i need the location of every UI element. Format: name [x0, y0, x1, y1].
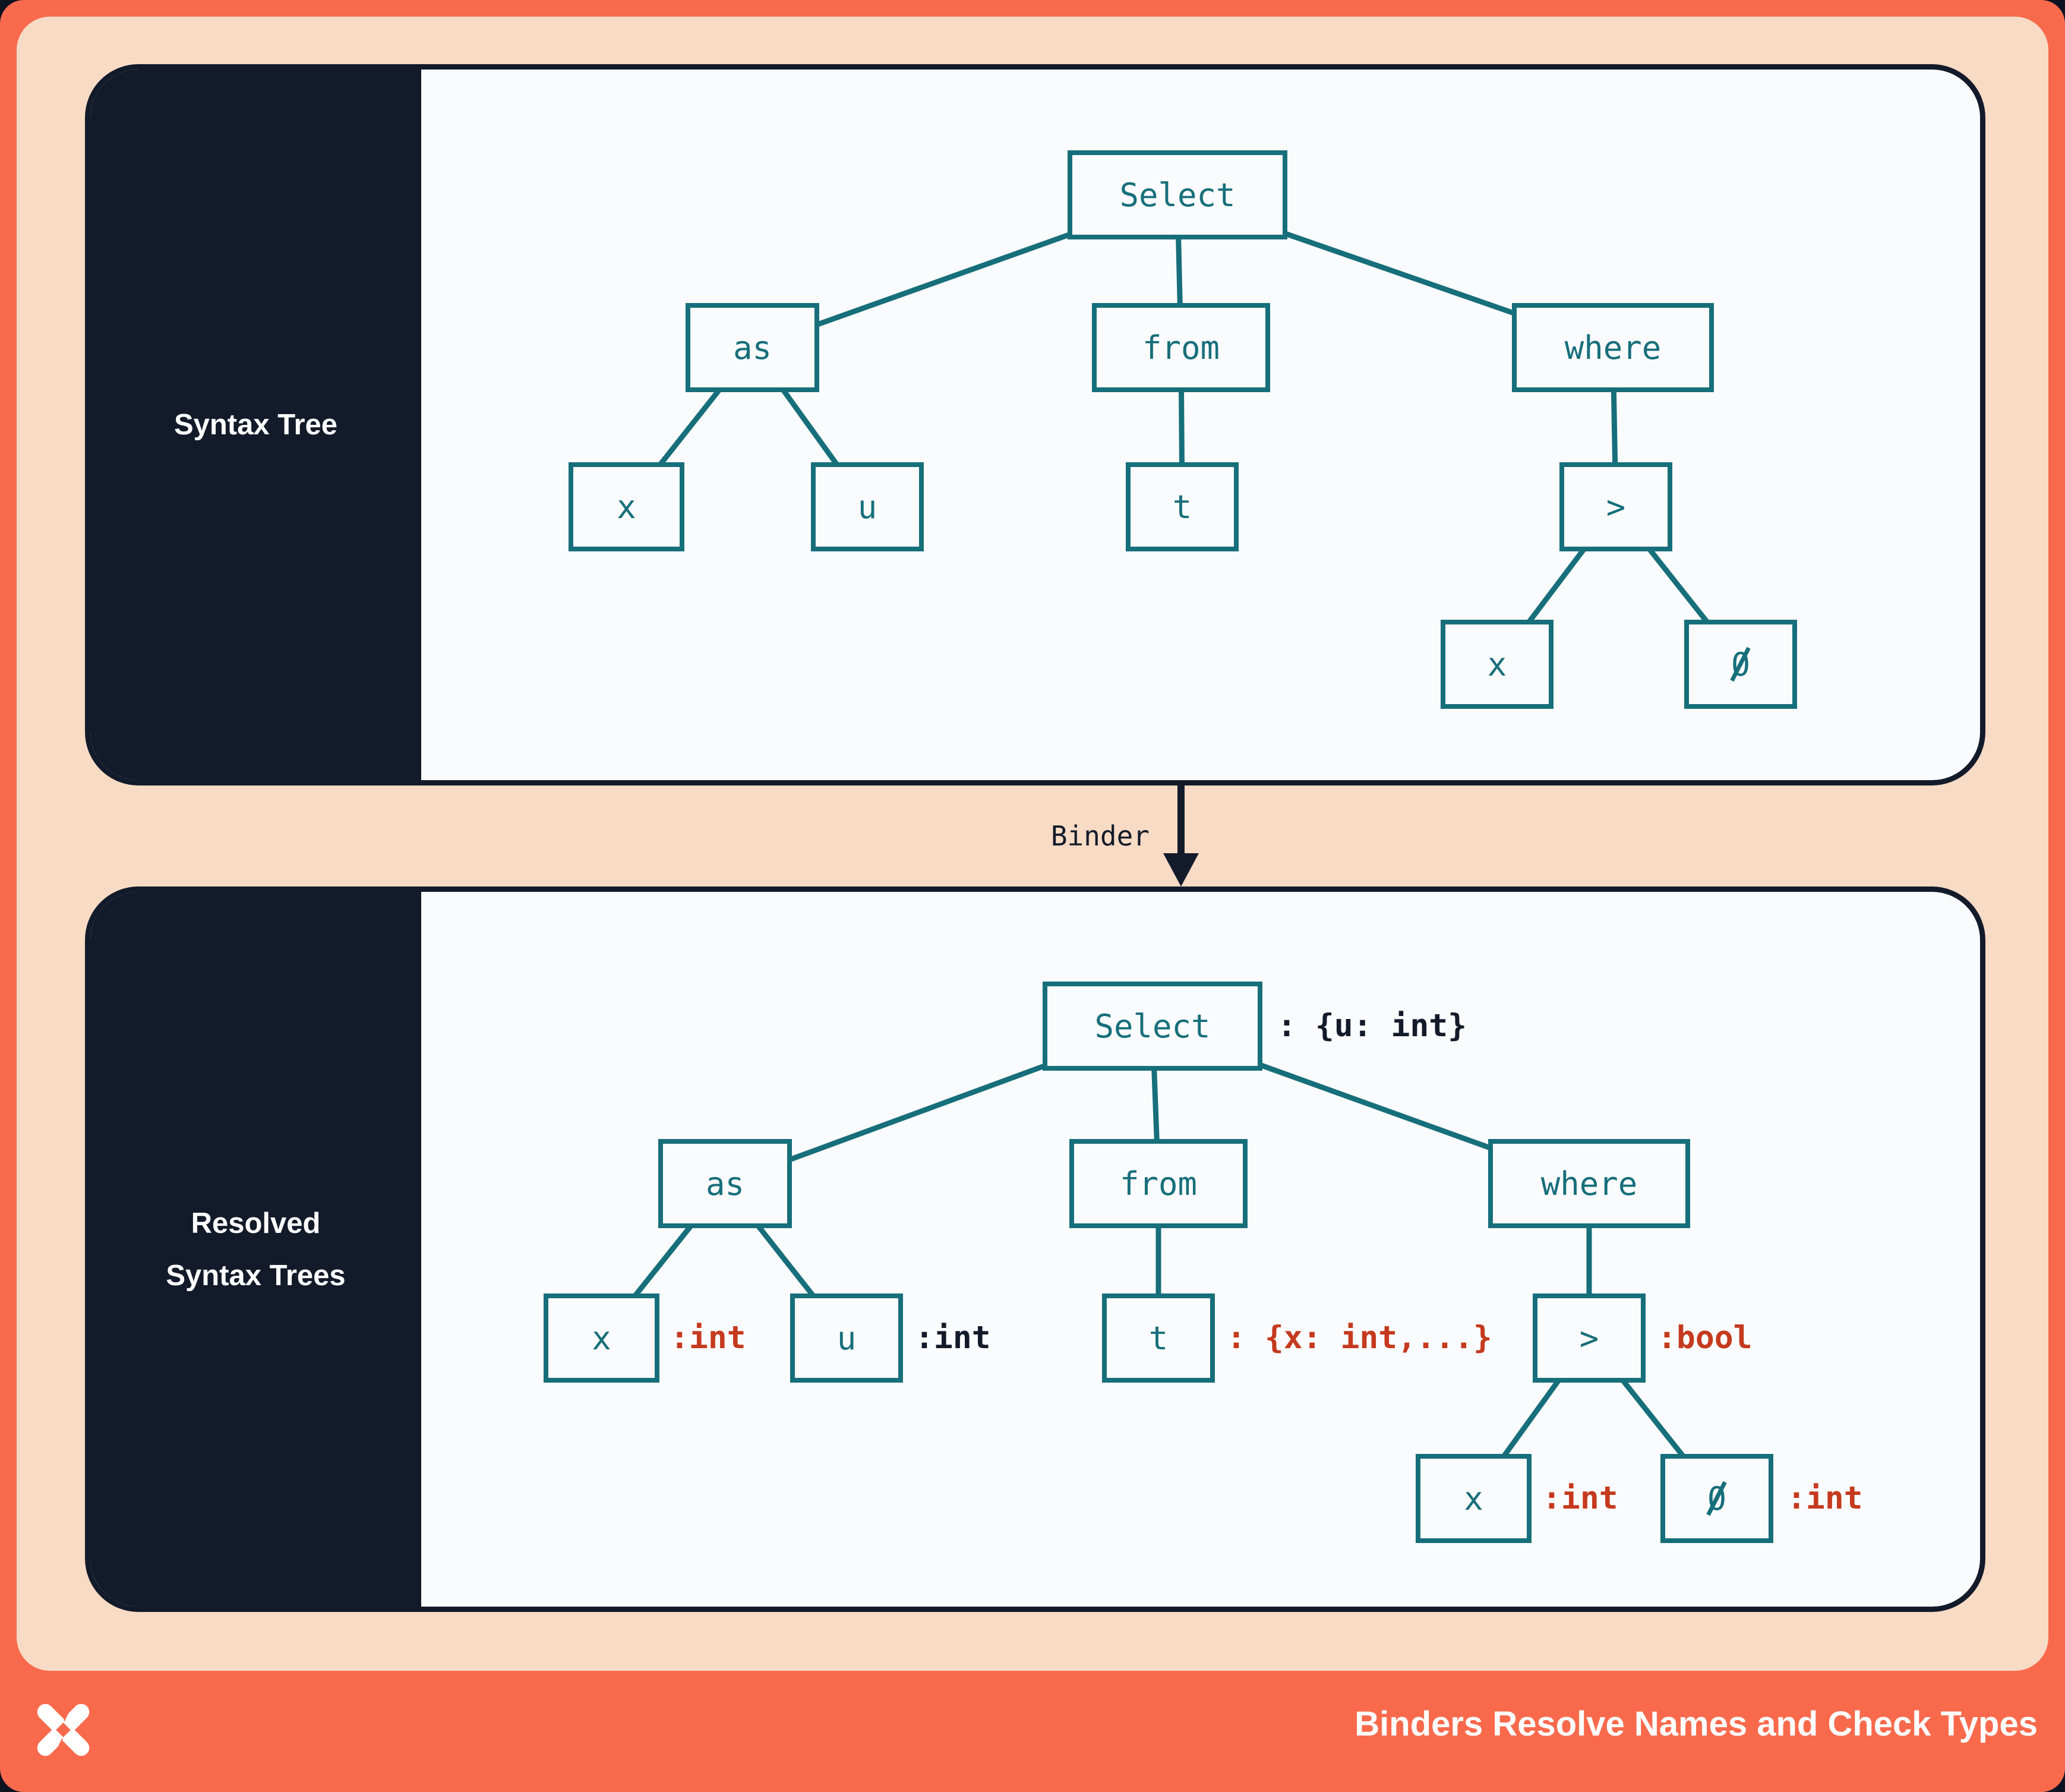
tree-node-zero: 0	[1684, 620, 1797, 709]
tree-node-x: x	[569, 462, 684, 551]
resolved-syntax-trees-sidebar: Resolved Syntax Trees	[90, 892, 421, 1607]
resolved-node-u: u	[790, 1293, 903, 1383]
resolved-node-t: t	[1102, 1293, 1215, 1383]
annotation-x-type: :int	[670, 1320, 746, 1356]
resolved-node-gt: >	[1533, 1293, 1646, 1383]
tree-node-from: from	[1092, 303, 1270, 392]
tree-node-as: as	[686, 303, 819, 392]
annotation-zero-type: :int	[1787, 1480, 1863, 1516]
tree-node-select: Select	[1068, 150, 1287, 239]
annotation-u-type: :int	[915, 1320, 991, 1356]
resolved-node-as: as	[658, 1139, 792, 1228]
logo-top-notch	[59, 1701, 74, 1722]
annotation-select-type: : {u: int}	[1277, 1008, 1467, 1044]
resolved-node-from: from	[1069, 1139, 1248, 1228]
logo-bottom-notch	[52, 1738, 68, 1759]
syntax-tree-panel-label: Syntax Tree	[173, 409, 338, 441]
x-mark-logo	[37, 1701, 90, 1759]
resolved-panel-label-line1: Resolved	[191, 1207, 321, 1239]
resolved-node-where: where	[1488, 1139, 1690, 1228]
tree-node-gt: >	[1559, 462, 1672, 551]
tree-node-x2: x	[1441, 620, 1554, 709]
tree-node-u: u	[811, 462, 924, 551]
resolved-node-zero: 0	[1660, 1454, 1773, 1543]
resolved-node-x: x	[544, 1293, 659, 1383]
annotation-x2-type: :int	[1542, 1480, 1618, 1516]
tree-node-t: t	[1126, 462, 1239, 551]
resolved-syntax-trees-panel: Resolved Syntax Trees	[85, 886, 1985, 1612]
tree-node-where: where	[1512, 303, 1714, 392]
syntax-tree-sidebar: Syntax Tree	[90, 70, 421, 780]
annotation-t-type: : {x: int,...}	[1227, 1320, 1492, 1356]
annotation-gt-type: :bool	[1657, 1320, 1753, 1356]
resolved-panel-label-line2: Syntax Trees	[166, 1259, 346, 1292]
resolved-node-x2: x	[1416, 1454, 1532, 1543]
binder-arrow-label: Binder	[1050, 820, 1150, 852]
resolved-node-select: Select	[1043, 982, 1262, 1071]
footer-title: Binders Resolve Names and Check Types	[1354, 1705, 2038, 1743]
